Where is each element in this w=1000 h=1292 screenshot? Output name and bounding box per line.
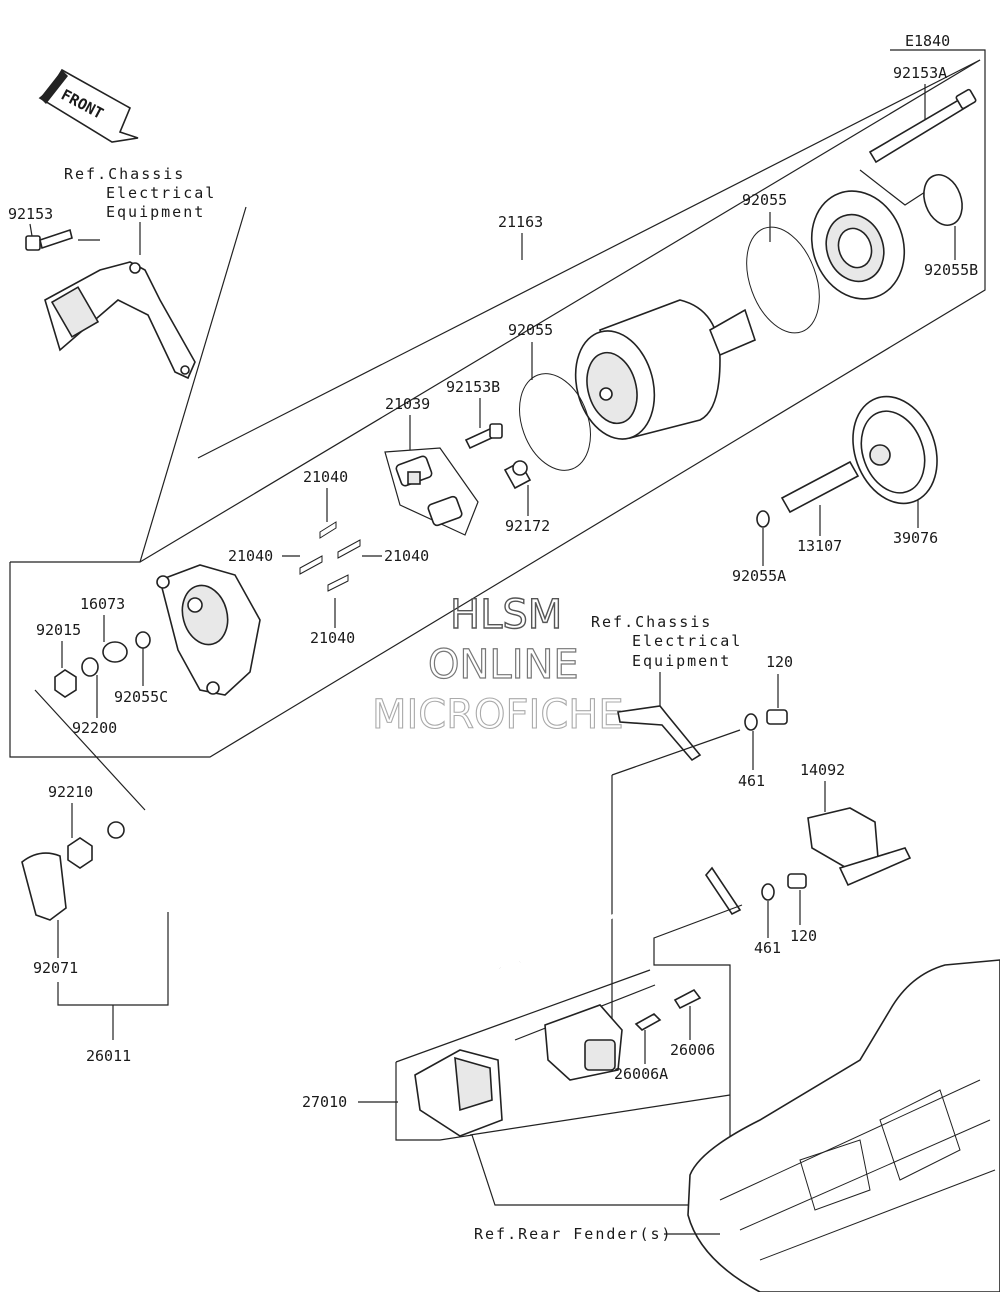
label-92172: 92172 — [505, 517, 550, 535]
label-14092: 14092 — [800, 761, 845, 779]
rear-fender-part — [687, 959, 1000, 1292]
nut-92210 — [67, 837, 93, 869]
label-120-top: 120 — [766, 653, 793, 671]
bolt-92153 — [25, 228, 73, 251]
label-92015: 92015 — [36, 621, 81, 639]
label-92055A: 92055A — [732, 567, 786, 585]
starter-motor-body — [574, 299, 756, 440]
cable-26011 — [107, 821, 742, 970]
washer-461-top — [744, 713, 758, 731]
label-21040-d: 21040 — [310, 629, 355, 647]
label-92055C: 92055C — [114, 688, 168, 706]
terminal-26006A — [634, 1013, 662, 1031]
shaft-13107 — [780, 460, 860, 514]
front-cover-part — [156, 564, 261, 696]
terminal-26006 — [673, 988, 702, 1010]
ref-chassis-mid: Ref.Chassis Electrical Equipment — [591, 613, 742, 708]
label-26006A: 26006A — [614, 1065, 668, 1083]
label-461-bot: 461 — [754, 939, 781, 957]
label-92071: 92071 — [33, 959, 78, 977]
nut-92015 — [54, 669, 77, 698]
label-92200: 92200 — [72, 719, 117, 737]
relay-frame — [395, 904, 743, 1206]
washer-461-bot — [761, 883, 775, 901]
label-27010: 27010 — [302, 1093, 347, 1111]
watermark-line3: MICROFICHE — [372, 692, 624, 738]
cap-92071 — [21, 852, 67, 921]
o-ring-92055-mid — [519, 373, 591, 471]
label-21039: 21039 — [385, 395, 430, 413]
watermark: HLSM ONLINE MICROFICHE — [371, 591, 624, 738]
watermark-line2: ONLINE — [428, 642, 579, 688]
long-bolt-92153A — [868, 88, 977, 164]
label-92210: 92210 — [48, 783, 93, 801]
ref-chassis-top-line3: Equipment — [106, 203, 205, 221]
ref-chassis-mid-line3: Equipment — [632, 652, 731, 670]
cable-bracket-mid — [617, 705, 702, 762]
o-ring-92055-top — [746, 226, 820, 334]
ref-rear-fender: Ref.Rear Fender(s) — [474, 1225, 720, 1243]
bolt-92172 — [503, 460, 532, 490]
bolt-92153B — [464, 423, 503, 450]
springs-21040 — [299, 521, 361, 592]
label-21040-b: 21040 — [228, 547, 273, 565]
front-arrow-icon: FRONT — [38, 68, 139, 143]
ref-chassis-top-line1: Ref.Chassis — [64, 165, 185, 183]
label-16073: 16073 — [80, 595, 125, 613]
bolt-120-top — [766, 709, 788, 725]
label-39076: 39076 — [893, 529, 938, 547]
label-21040-a: 21040 — [303, 468, 348, 486]
label-26006: 26006 — [670, 1041, 715, 1059]
washer-16073 — [102, 641, 128, 663]
bracket-part — [44, 261, 196, 380]
brush-holder-21039 — [384, 447, 479, 536]
bolt-120-bot — [787, 873, 807, 889]
washer-92055C — [135, 631, 151, 649]
label-21040-c: 21040 — [384, 547, 429, 565]
label-92055-top: 92055 — [742, 191, 787, 209]
ref-chassis-top-line2: Electrical — [106, 184, 216, 202]
end-cover-part — [810, 190, 906, 300]
gear-39076 — [852, 395, 938, 505]
washer-92055A — [756, 510, 770, 528]
label-21163: 21163 — [498, 213, 543, 231]
watermark-line1: HLSM — [450, 592, 562, 638]
label-92055B: 92055B — [924, 261, 978, 279]
diagram-code: E1840 — [905, 32, 950, 50]
label-26011: 26011 — [86, 1047, 131, 1065]
label-92153B: 92153B — [446, 378, 500, 396]
relay-27010 — [414, 1049, 503, 1137]
ref-chassis-top: Ref.Chassis Electrical Equipment — [64, 165, 216, 255]
label-13107: 13107 — [797, 537, 842, 555]
label-92055-mid: 92055 — [508, 321, 553, 339]
label-120-bot: 120 — [790, 927, 817, 945]
starter-motor-frame — [9, 49, 986, 758]
washer-92200 — [81, 657, 99, 677]
cover-14092 — [807, 807, 912, 887]
label-461-top: 461 — [738, 772, 765, 790]
label-92153A: 92153A — [893, 64, 947, 82]
o-ring-92055B — [923, 174, 963, 226]
ref-chassis-mid-line1: Ref.Chassis — [591, 613, 712, 631]
label-92153: 92153 — [8, 205, 53, 223]
connector-block — [514, 984, 656, 1081]
ref-chassis-mid-line2: Electrical — [632, 632, 742, 650]
ref-rear-fender-label: Ref.Rear Fender(s) — [474, 1225, 673, 1243]
